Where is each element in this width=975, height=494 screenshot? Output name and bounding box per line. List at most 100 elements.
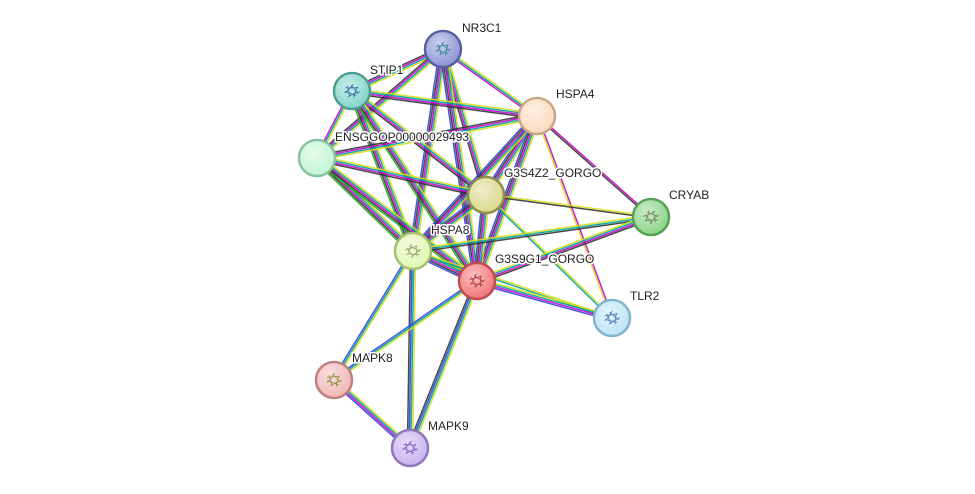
edge-evidence-line [351,92,537,120]
node-label-halo: G3S4Z2_GORGO [504,166,601,180]
edge-evidence-line [318,50,446,161]
interaction-edge[interactable] [348,88,481,284]
edge-evidence-line [316,157,414,252]
node-label: HSPA4 [556,87,595,101]
node-label: CRYAB [669,188,709,202]
interaction-edge[interactable] [314,46,446,161]
edge-evidence-line [476,282,612,322]
protein-structure-icon [404,243,421,259]
node-label: ENSGGOP00000029493 [335,130,469,144]
edge-evidence-line [316,114,537,158]
edge-evidence-line [316,159,486,199]
edge-evidence-line [475,213,651,280]
interaction-edge[interactable] [314,155,416,254]
edges-layer [314,46,653,451]
node-highlight [460,264,494,298]
interaction-edge[interactable] [535,115,614,319]
edge-evidence-line [412,216,652,252]
edge-evidence-line [317,156,415,251]
protein-structure-icon [435,41,452,56]
node-label: G3S4Z2_GORGO [504,166,601,180]
edge-evidence-line [444,48,490,195]
node-label: MAPK9 [428,419,469,433]
interaction-edge[interactable] [535,114,653,219]
edge-evidence-line [406,250,412,448]
edge-evidence-line [409,113,536,250]
edge-evidence-line [410,281,479,449]
interaction-edge[interactable] [316,154,487,199]
node-label-halo: MAPK8 [352,351,393,365]
edge-evidence-line [412,48,444,252]
edge-evidence-line [333,250,414,381]
edge-evidence-line [317,156,487,195]
edge-evidence-line [476,215,651,281]
edge-evidence-line [333,280,478,381]
node-label: STIP1 [370,63,404,77]
interaction-edge[interactable] [331,249,416,382]
edge-evidence-line [477,218,653,285]
edge-evidence-line [318,154,480,279]
edge-evidence-line [316,158,486,197]
edge-evidence-line [351,90,478,282]
edge-evidence-line [318,155,416,250]
interaction-edge[interactable] [475,213,653,285]
edge-evidence-line [410,251,415,449]
protein-structure-icon [604,310,621,325]
edge-evidence-line [476,281,612,320]
node-label-halo: ENSGGOP00000029493 [335,130,469,144]
edge-evidence-line [406,279,476,448]
edge-evidence-line [412,214,651,251]
edge-evidence-line [486,193,652,217]
edge-evidence-line [315,158,413,253]
node-label-halo: TLR2 [630,289,660,303]
interaction-edge[interactable] [476,277,613,322]
node-highlight [393,431,427,465]
node-label: TLR2 [630,289,660,303]
edge-evidence-line [354,88,481,280]
edge-evidence-line [441,49,537,118]
edge-evidence-line [415,49,448,252]
node-label: G3S9G1_GORGO [495,252,594,266]
protein-structure-icon [642,210,659,225]
edge-evidence-line [477,279,613,318]
edge-evidence-line [315,47,443,158]
interaction-edge[interactable] [406,279,481,450]
interaction-edge[interactable] [412,214,652,254]
interaction-edge[interactable] [406,250,417,449]
node-highlight [520,99,554,133]
node-label-halo: HSPA4 [556,87,595,101]
node-highlight [335,74,369,108]
node-label-halo: STIP1 [370,63,404,77]
edge-evidence-line [411,251,417,449]
edge-evidence-line [317,156,479,281]
edge-evidence-line [352,87,538,115]
interaction-edge[interactable] [351,87,538,120]
edge-evidence-line [317,117,538,162]
edge-evidence-line [408,280,477,448]
interaction-edge[interactable] [332,278,479,383]
edge-evidence-line [314,159,412,254]
protein-structure-icon [402,440,419,455]
node-highlight [595,301,629,335]
edge-evidence-line [443,47,539,116]
edge-evidence-line [316,112,537,157]
edge-evidence-line [316,157,478,282]
protein-structure-icon [326,372,343,387]
interaction-edge[interactable] [485,193,652,219]
interaction-edge[interactable] [316,112,538,162]
edge-evidence-line [334,251,416,382]
node-highlight [634,200,668,234]
edge-evidence-line [485,195,651,219]
edge-evidence-line [411,281,481,450]
